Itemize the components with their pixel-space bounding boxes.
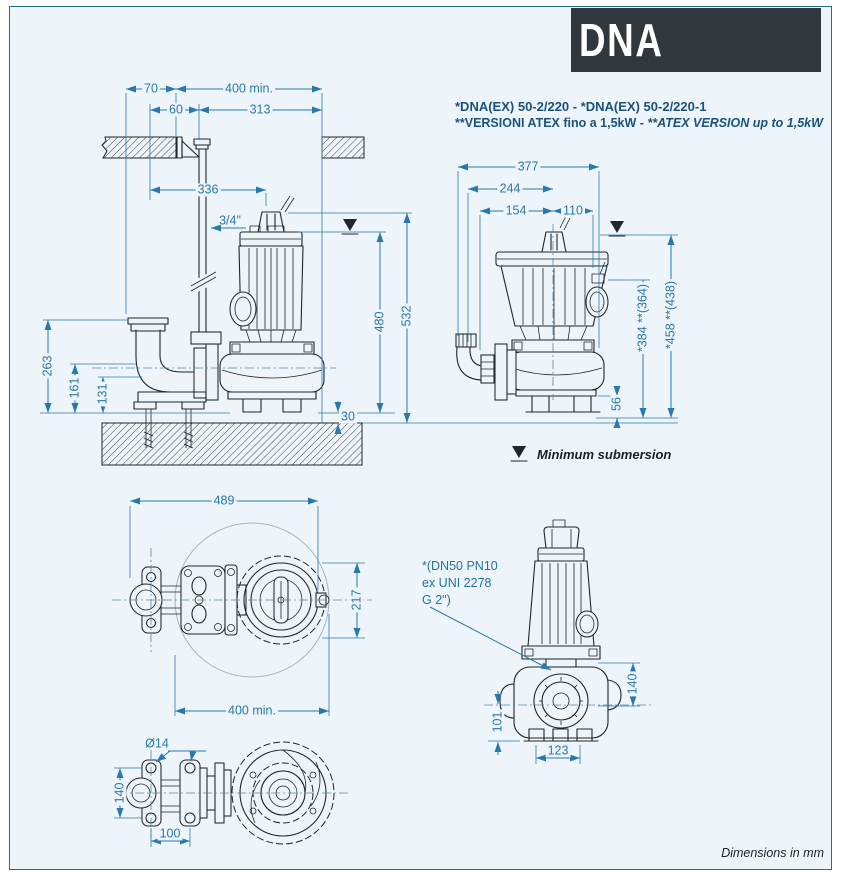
dim-label-101: 101 — [490, 709, 505, 735]
base-view-drawing — [114, 741, 348, 847]
dim-label-140-side: 140 — [625, 671, 640, 697]
dim-label-30: 30 — [339, 409, 357, 424]
dim-label-480: 480 — [372, 309, 387, 335]
model-codes: *DNA(EX) 50-2/220 - *DNA(EX) 50-2/220-1 — [455, 99, 707, 114]
dim-label-154: 154 — [503, 203, 529, 218]
dim-label-313: 313 — [247, 102, 273, 117]
dim-label-56: 56 — [609, 395, 624, 413]
dim-label-400min: 400 min. — [223, 81, 275, 96]
dim-label-161: 161 — [67, 375, 82, 401]
installation-view-drawing — [40, 85, 678, 466]
dim-label-400min-plan: 400 min. — [226, 703, 278, 718]
discharge-note-line2: ex UNI 2278 — [422, 576, 492, 590]
minimum-submersion-label: Minimum submersion — [537, 447, 672, 462]
dim-label-guide-pipe: 3/4" — [219, 213, 241, 228]
dim-label-70: 70 — [142, 81, 160, 96]
dim-label-140-base: 140 — [112, 780, 127, 806]
water-level-icon — [341, 219, 359, 235]
dim-label-100: 100 — [157, 826, 183, 841]
dim-label-458: *458 **(438) — [663, 278, 678, 352]
side-view-drawing — [429, 519, 652, 764]
water-level-icon — [608, 221, 626, 237]
atex-note-it: **VERSIONI ATEX fino a 1,5kW - — [455, 116, 648, 130]
dim-label-263: 263 — [40, 353, 55, 379]
atex-version-note: **VERSIONI ATEX fino a 1,5kW - **ATEX VE… — [455, 116, 823, 130]
dim-label-131: 131 — [95, 381, 110, 407]
dim-label-377: 377 — [515, 159, 541, 174]
series-title-box: DNA — [571, 8, 821, 72]
discharge-note-line3: G 2") — [422, 593, 451, 607]
dim-label-384: *384 **(364) — [635, 281, 650, 355]
front-view-drawing — [455, 163, 678, 428]
dim-label-489: 489 — [211, 493, 237, 508]
dim-label-244: 244 — [497, 181, 523, 196]
plan-view-drawing — [112, 497, 372, 716]
dim-label-60: 60 — [167, 102, 185, 117]
atex-note-en: **ATEX VERSION up to 1,5kW — [647, 116, 823, 130]
dim-label-110: 110 — [561, 203, 585, 218]
minimum-submersion-icon — [510, 446, 528, 462]
discharge-note-line1: *(DN50 PN10 — [422, 559, 498, 573]
series-title: DNA — [579, 14, 664, 66]
units-note: Dimensions in mm — [721, 846, 824, 860]
dim-label-532: 532 — [399, 303, 414, 329]
dim-label-217: 217 — [349, 587, 364, 613]
dim-label-bolt-diameter: Ø14 — [145, 736, 169, 751]
dim-label-336: 336 — [195, 182, 221, 197]
dim-label-123: 123 — [545, 743, 571, 758]
